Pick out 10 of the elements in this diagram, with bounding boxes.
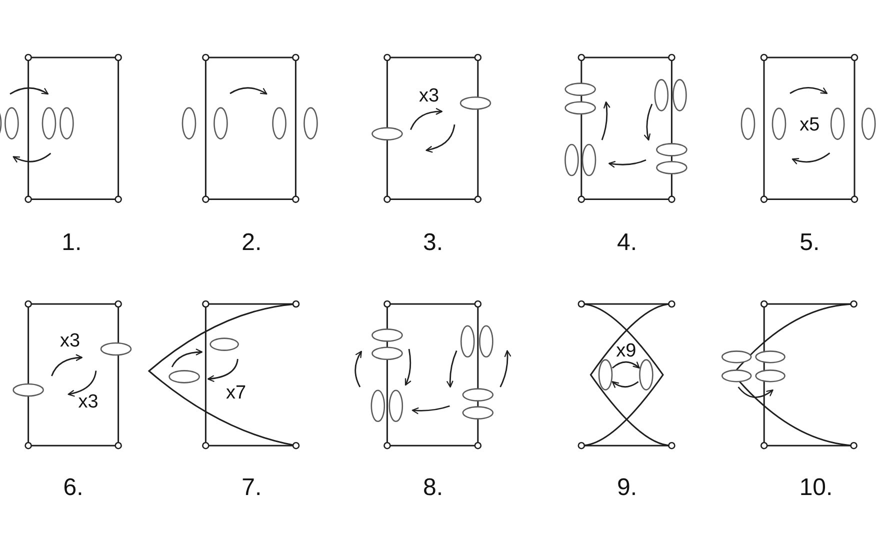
figure-number: 10.: [799, 476, 833, 500]
figure-number: 6.: [63, 476, 84, 500]
figure-number: 5.: [800, 231, 820, 255]
figure-number: 3.: [423, 231, 443, 255]
figure-number: 7.: [242, 476, 262, 500]
figure-number: 9.: [617, 476, 637, 500]
figure-number: 4.: [617, 231, 637, 255]
figure-number: 8.: [423, 476, 443, 500]
figure-number: 2.: [242, 231, 262, 255]
figure-number: 1.: [62, 231, 82, 255]
